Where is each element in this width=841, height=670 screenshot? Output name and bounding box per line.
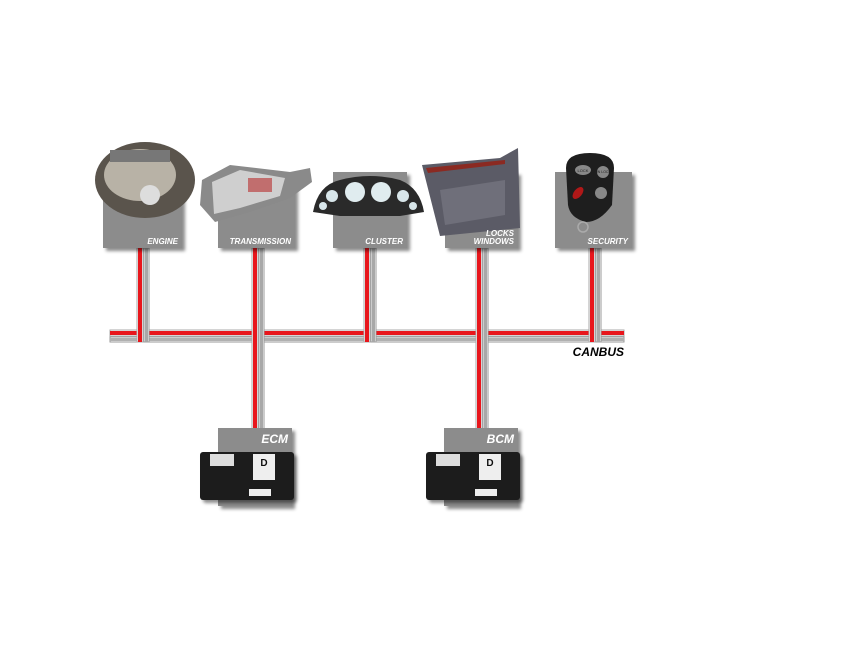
ecm-badge: D xyxy=(260,458,267,469)
engine-label: ENGINE xyxy=(147,237,178,246)
engine-image xyxy=(95,142,195,218)
cluster-label: CLUSTER xyxy=(365,237,403,246)
cluster-image xyxy=(313,176,424,216)
windows-label: WINDOWS xyxy=(474,237,515,246)
engine-drop-wire xyxy=(145,248,148,342)
bcm-label: BCM xyxy=(487,432,515,446)
bcm-badge: D xyxy=(486,458,493,469)
cluster-node: CLUSTER xyxy=(313,172,424,248)
engine-drop-wire xyxy=(138,248,142,342)
locks-bcm-drop-wire xyxy=(484,248,487,430)
cluster-drop-wire xyxy=(372,248,375,342)
security-drop-wire xyxy=(590,248,594,342)
transmission-node: TRANSMISSION xyxy=(200,165,312,248)
security-label: SECURITY xyxy=(588,237,629,246)
transmission-ecm-drop-wire xyxy=(253,248,257,430)
engine-node: ENGINE xyxy=(95,142,195,248)
locks-bcm-drop-wire xyxy=(477,248,481,430)
security-node: LOCK UN LOCK SECURITY xyxy=(555,153,632,248)
bcm-module-image: D xyxy=(426,452,520,500)
lock-button-label: LOCK xyxy=(578,168,589,173)
key-fob-image: LOCK UN LOCK xyxy=(566,153,614,233)
door-panel-image xyxy=(422,148,520,236)
canbus-label: CANBUS xyxy=(573,345,624,359)
cluster-drop-wire xyxy=(365,248,369,342)
security-drop-wire xyxy=(597,248,600,342)
locks-windows-node: LOCKS WINDOWS xyxy=(422,148,520,248)
ecm-node: ECM D xyxy=(200,428,294,506)
transmission-ecm-drop-wire xyxy=(260,248,263,430)
bus-wires xyxy=(109,247,625,431)
bcm-node: BCM D xyxy=(426,428,520,506)
ecm-label: ECM xyxy=(261,432,289,446)
unlock-button-label: UN LOCK xyxy=(595,170,611,174)
ecm-module-image: D xyxy=(200,452,294,500)
locks-label: LOCKS xyxy=(486,229,515,238)
transmission-label: TRANSMISSION xyxy=(230,237,292,246)
transmission-image xyxy=(200,165,312,222)
